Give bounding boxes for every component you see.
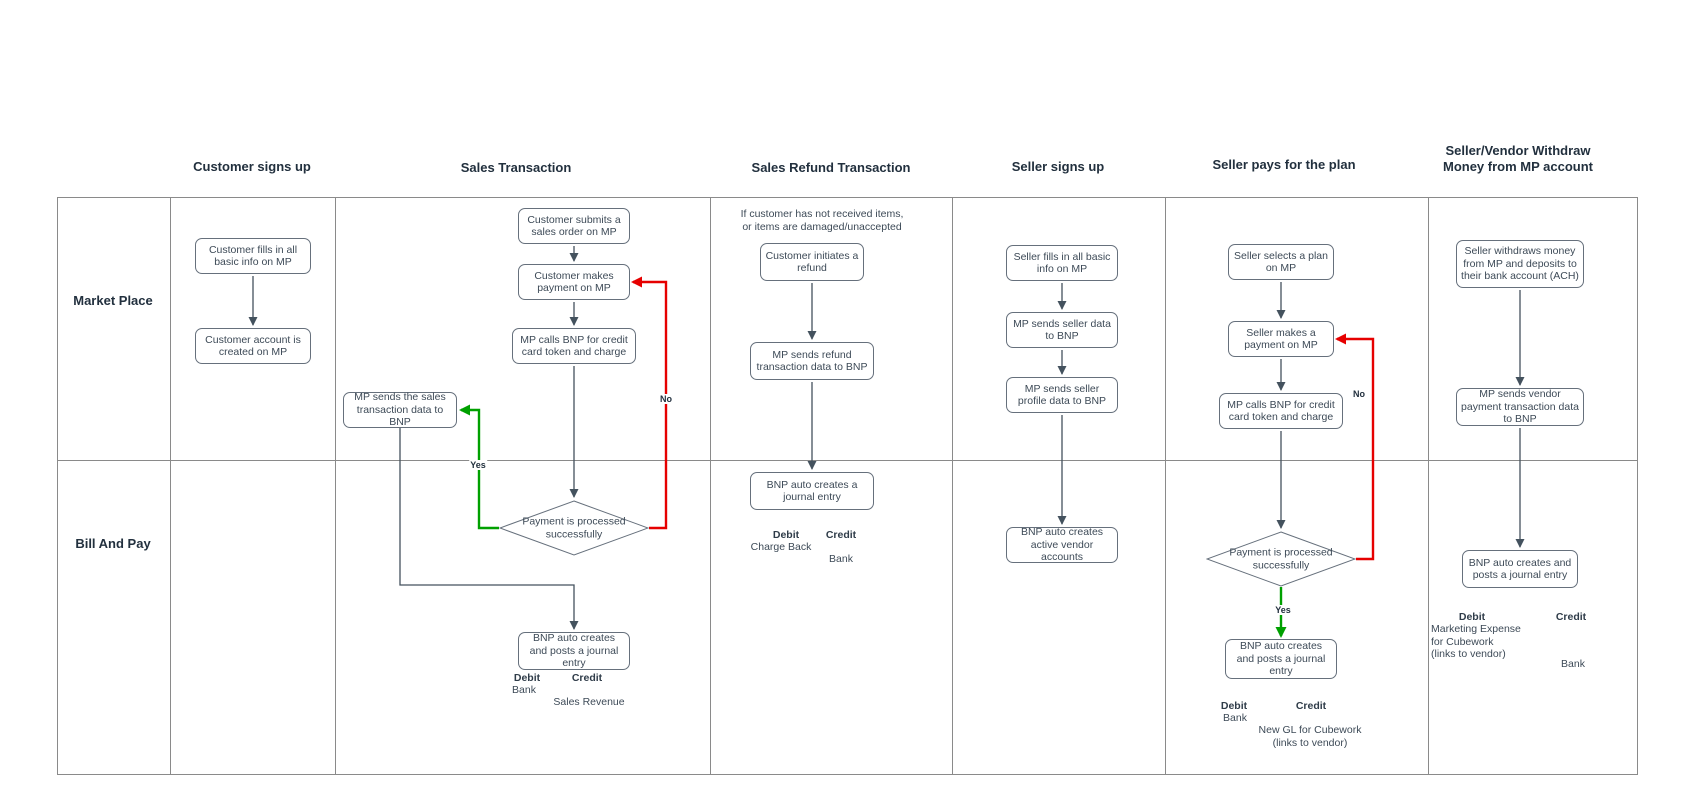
node-seller-makes-payment: Seller makes a payment on MP xyxy=(1228,321,1334,357)
node-mp-sends-vendor-payment-data: MP sends vendor payment transaction data… xyxy=(1456,388,1584,426)
ledger-debit-value-plan: Bank xyxy=(1223,712,1247,724)
ledger-debit-value-refund: Charge Back xyxy=(750,541,812,553)
node-customer-initiates-refund: Customer initiates a refund xyxy=(760,243,864,281)
ledger-credit-value-refund: Bank xyxy=(829,553,853,565)
node-mp-sends-seller-profile: MP sends seller profile data to BNP xyxy=(1006,377,1118,413)
column-header-sales-transaction: Sales Transaction xyxy=(460,160,572,175)
node-mp-sends-refund-data: MP sends refund transaction data to BNP xyxy=(750,342,874,380)
column-divider-6 xyxy=(1428,197,1429,775)
column-divider-4 xyxy=(952,197,953,775)
node-mp-calls-bnp-token-charge: MP calls BNP for credit card token and c… xyxy=(512,328,636,364)
ledger-credit-label-sales: Credit xyxy=(571,672,603,684)
ledger-credit-value-sales: Sales Revenue xyxy=(553,696,625,708)
node-customer-account-created: Customer account is created on MP xyxy=(195,328,311,364)
ledger-debit-label-plan: Debit xyxy=(1220,700,1248,712)
column-header-seller-signs-up: Seller signs up xyxy=(1011,159,1105,174)
ledger-credit-label-refund: Credit xyxy=(825,529,857,541)
refund-condition-caption: If customer has not received items, or i… xyxy=(741,208,904,234)
ledger-debit-label-refund: Debit xyxy=(772,529,800,541)
ledger-debit-label-withdraw: Debit xyxy=(1458,611,1486,623)
node-seller-selects-plan: Seller selects a plan on MP xyxy=(1228,244,1334,280)
ledger-credit-label-withdraw: Credit xyxy=(1555,611,1587,623)
ledger-credit-value-plan-line1: New GL for Cubework xyxy=(1258,724,1362,736)
node-bnp-journal-entry-refund: BNP auto creates a journal entry xyxy=(750,472,874,510)
column-header-vendor-withdraw-line1: Seller/Vendor Withdraw xyxy=(1445,143,1591,158)
column-divider-3 xyxy=(710,197,711,775)
edge-label-yes-plan: Yes xyxy=(1274,605,1292,615)
column-header-seller-pays: Seller pays for the plan xyxy=(1212,157,1356,172)
node-bnp-creates-vendor-accounts: BNP auto creates active vendor accounts xyxy=(1006,526,1118,563)
column-divider-2 xyxy=(335,197,336,775)
edge-label-no-sales: No xyxy=(659,394,673,404)
refund-condition-caption-line1: If customer has not received items, xyxy=(740,208,904,220)
node-customer-fills-basic-info: Customer fills in all basic info on MP xyxy=(195,238,311,274)
column-divider-5 xyxy=(1165,197,1166,775)
node-seller-withdraws-money: Seller withdraws money from MP and depos… xyxy=(1456,240,1584,288)
node-mp-calls-bnp-token-charge-plan: MP calls BNP for credit card token and c… xyxy=(1219,393,1343,429)
node-customer-submits-order: Customer submits a sales order on MP xyxy=(518,208,630,244)
swimlane-pool-border xyxy=(57,197,1638,775)
node-bnp-journal-entry-plan: BNP auto creates and posts a journal ent… xyxy=(1225,639,1337,679)
node-mp-sends-seller-data: MP sends seller data to BNP xyxy=(1006,312,1118,348)
ledger-debit-value-withdraw-line2: for Cubework xyxy=(1431,635,1494,648)
column-header-vendor-withdraw: Seller/Vendor Withdraw Money from MP acc… xyxy=(1443,143,1593,175)
node-mp-sends-sales-data: MP sends the sales transaction data to B… xyxy=(343,391,457,428)
node-bnp-journal-entry-withdraw: BNP auto creates and posts a journal ent… xyxy=(1462,550,1578,588)
decision-payment-processed-plan: Payment is processed successfully xyxy=(1206,531,1356,587)
ledger-debit-value-withdraw-line3: (links to vendor) xyxy=(1431,648,1506,660)
ledger-credit-value-plan: New GL for Cubework (links to vendor) xyxy=(1259,724,1362,749)
node-bnp-journal-entry-sales: BNP auto creates and posts a journal ent… xyxy=(518,632,630,670)
column-header-sales-refund: Sales Refund Transaction xyxy=(751,160,911,175)
ledger-debit-label-sales: Debit xyxy=(513,672,541,684)
decision-payment-processed-sales-label: Payment is processed successfully xyxy=(522,515,626,541)
ledger-credit-label-plan: Credit xyxy=(1295,700,1327,712)
lane-label-market-place: Market Place xyxy=(73,293,153,308)
refund-condition-caption-line2: or items are damaged/unaccepted xyxy=(742,221,902,233)
ledger-debit-value-sales: Bank xyxy=(512,684,536,696)
ledger-debit-value-withdraw-line1: Marketing Expense xyxy=(1431,623,1521,635)
column-header-customer-signs-up: Customer signs up xyxy=(193,159,311,174)
edge-label-no-plan: No xyxy=(1352,389,1366,399)
node-seller-fills-basic-info: Seller fills in all basic info on MP xyxy=(1006,245,1118,281)
lane-divider xyxy=(57,460,1638,461)
decision-payment-processed-plan-label: Payment is processed successfully xyxy=(1229,546,1333,572)
node-customer-makes-payment: Customer makes payment on MP xyxy=(518,264,630,300)
ledger-debit-value-withdraw: Marketing Expense for Cubework (links to… xyxy=(1431,623,1521,661)
column-divider-1 xyxy=(170,197,171,775)
column-header-vendor-withdraw-line2: Money from MP account xyxy=(1442,159,1594,174)
lane-label-bill-and-pay: Bill And Pay xyxy=(75,536,151,551)
ledger-credit-value-withdraw: Bank xyxy=(1561,658,1585,670)
ledger-credit-value-plan-line2: (links to vendor) xyxy=(1272,736,1348,749)
decision-payment-processed-sales: Payment is processed successfully xyxy=(499,500,649,556)
edge-label-yes-sales: Yes xyxy=(469,460,487,470)
